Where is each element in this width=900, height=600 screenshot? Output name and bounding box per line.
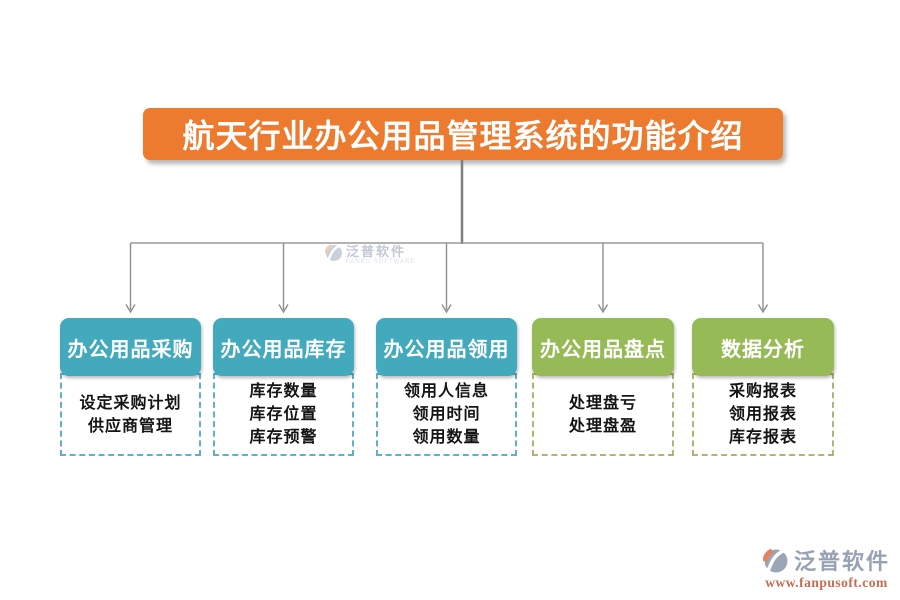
panel-item: 处理盘亏 [568,394,637,412]
panel-item: 领用数量 [412,429,481,446]
column-data-analysis-header: 数据分析 [692,318,834,376]
fanpu-logo-icon [763,548,788,573]
column-data-analysis-panel: 采购报表 领用报表 库存报表 [692,373,834,456]
fanpu-brandmark: 泛普软件 www.fanpusoft.com [763,548,890,590]
column-data-analysis: 数据分析 采购报表 领用报表 库存报表 [692,318,834,456]
diagram-title: 航天行业办公用品管理系统的功能介绍 [143,108,783,160]
panel-item: 处理盘盈 [568,417,637,435]
column-requisition-header: 办公用品领用 [376,318,517,376]
column-stocktaking-panel: 处理盘亏 处理盘盈 [532,373,674,456]
panel-item: 领用人信息 [403,383,489,400]
brand-url: www.fanpusoft.com [765,575,888,590]
column-requisition: 办公用品领用 领用人信息 领用时间 领用数量 [376,318,517,456]
column-inventory-header: 办公用品库存 [213,318,354,376]
panel-item: 库存数量 [249,383,318,400]
column-inventory: 办公用品库存 库存数量 库存位置 库存预警 [213,318,354,456]
column-procurement-header: 办公用品采购 [60,318,201,376]
watermark-subtext: FANPU SOFTWARE [346,259,416,265]
watermark: 泛普软件 FANPU SOFTWARE [325,244,415,266]
column-procurement: 办公用品采购 设定采购计划 供应商管理 [60,318,201,456]
panel-item: 库存报表 [728,429,797,446]
watermark-brand: 泛普软件 [346,244,407,259]
column-procurement-panel: 设定采购计划 供应商管理 [60,373,201,456]
column-requisition-panel: 领用人信息 领用时间 领用数量 [376,373,517,456]
brand-name: 泛普软件 [794,549,891,574]
panel-item: 库存预警 [249,429,318,446]
panel-item: 供应商管理 [87,417,173,435]
panel-item: 设定采购计划 [79,394,182,412]
panel-item: 库存位置 [249,406,318,423]
panel-item: 采购报表 [728,383,797,400]
panel-item: 领用时间 [412,406,481,423]
fanpu-logo-icon-watermark [325,244,342,261]
column-inventory-panel: 库存数量 库存位置 库存预警 [213,373,354,456]
column-stocktaking: 办公用品盘点 处理盘亏 处理盘盈 [532,318,674,456]
column-stocktaking-header: 办公用品盘点 [532,318,674,376]
panel-item: 领用报表 [728,406,797,423]
